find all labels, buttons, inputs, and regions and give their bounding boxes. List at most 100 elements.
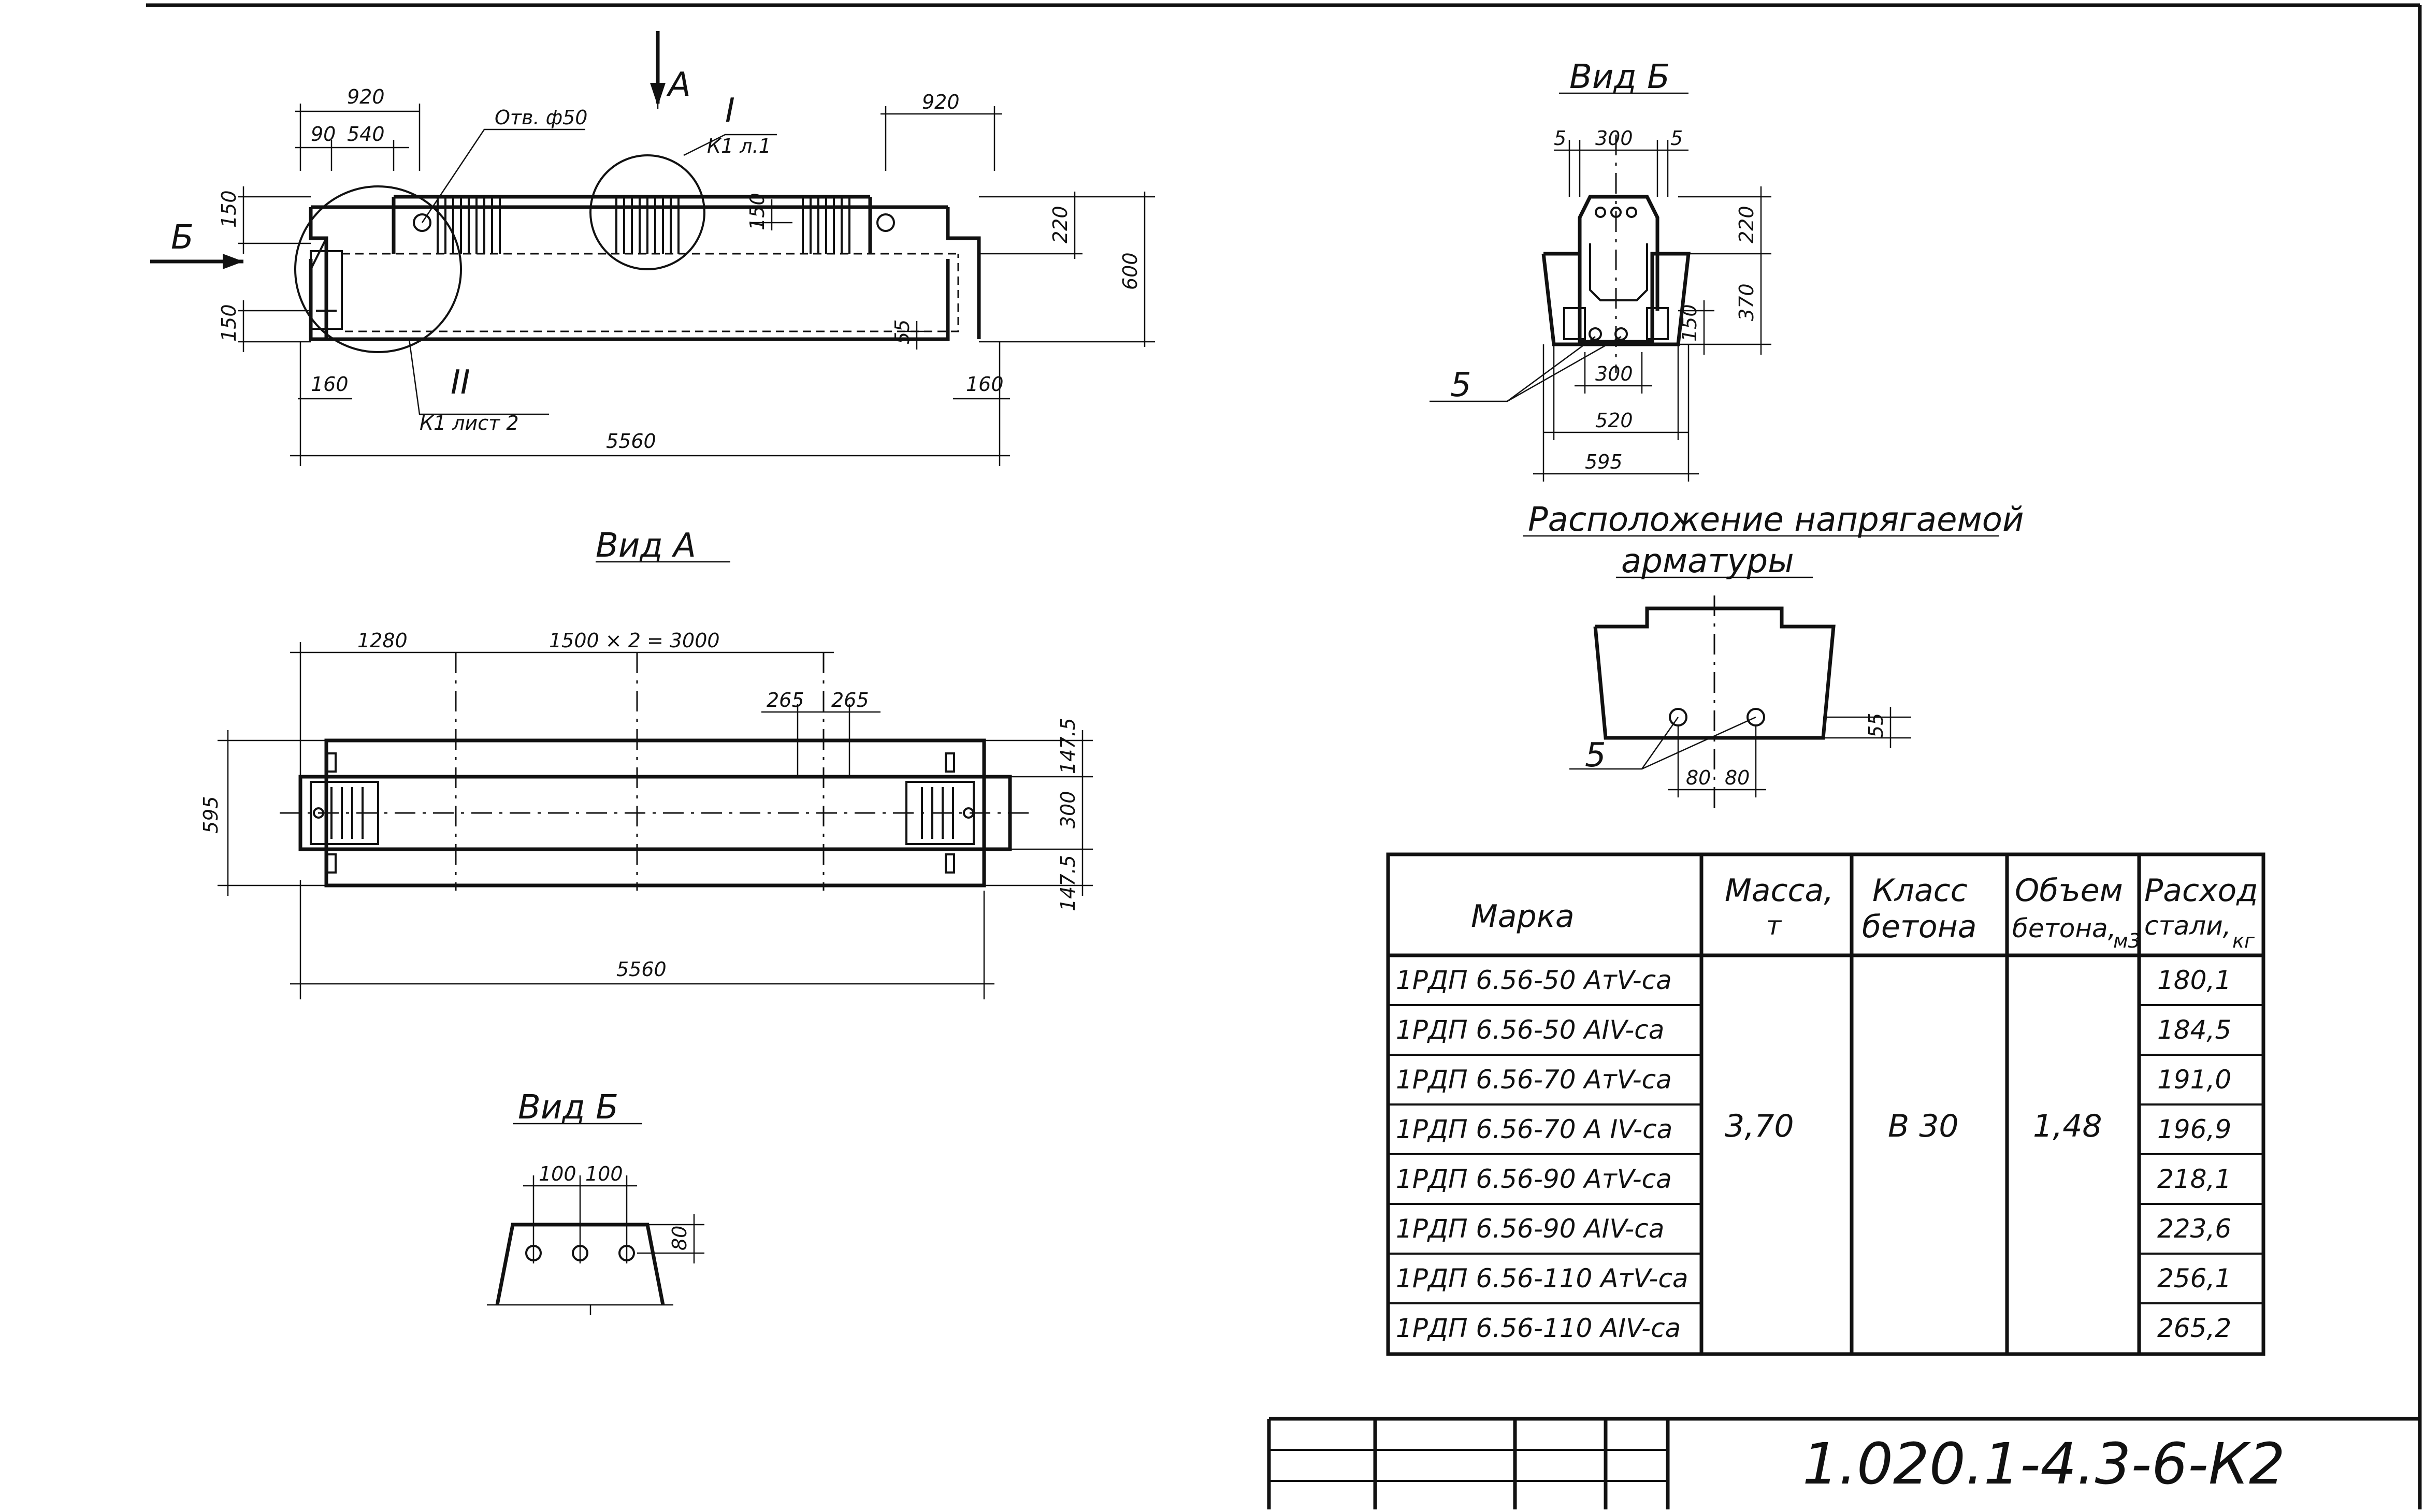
view-b-large-title: Вид Б — [1569, 58, 1670, 96]
dim-160-right: 160 — [966, 373, 1004, 396]
title-block: 1.020.1-4.3-6-К2 — [1267, 1417, 2420, 1509]
dim-1280: 1280 — [357, 629, 408, 652]
leader-mark-5-rebar: 5 — [1585, 736, 1606, 775]
dim-595-view-a: 595 — [199, 796, 222, 834]
dim-150-mid: 150 — [746, 193, 769, 230]
dim-150-view-b: 150 — [1678, 304, 1701, 342]
dim-150-top: 150 — [218, 190, 240, 228]
leader-mark-5-view-b: 5 — [1450, 366, 1471, 404]
table-row: 1РДП 6.56-110 АтV-са 256,1 — [1396, 1263, 2231, 1293]
row-mark: 1РДП 6.56-110 АтV-са — [1396, 1263, 1688, 1293]
detail-i-mark: I — [725, 92, 735, 130]
row-mark: 1РДП 6.56-90 АтV-са — [1396, 1164, 1672, 1194]
section-arrow-b — [150, 254, 243, 269]
lifting-hole-right — [876, 213, 895, 232]
dim-55: 55 — [891, 319, 914, 344]
drawing-code: 1.020.1-4.3-6-К2 — [1802, 1431, 2285, 1497]
table-row: 1РДП 6.56-70 А IV-са 196,9 — [1396, 1114, 2231, 1144]
dim-265-b: 265 — [831, 689, 869, 711]
dim-147-5-top: 147.5 — [1057, 718, 1079, 774]
dim-100-a: 100 — [539, 1162, 576, 1185]
row-mark: 1РДП 6.56-50 АIV-са — [1396, 1015, 1664, 1045]
header-class-2: бетона — [1862, 909, 1977, 945]
view-b-small-title: Вид Б — [518, 1088, 618, 1127]
table-row: 1РДП 6.56-90 АтV-са 218,1 — [1396, 1164, 2231, 1194]
row-mark: 1РДП 6.56-110 АIV-са — [1396, 1313, 1681, 1343]
view-a-mark: А — [666, 66, 691, 104]
view-a-title: Вид А — [596, 527, 696, 565]
dim-1500x2: 1500 × 2 = 3000 — [549, 629, 720, 652]
row-mark: 1РДП 6.56-90 АIV-са — [1396, 1214, 1664, 1244]
dim-80-rebar-b: 80 — [1725, 766, 1750, 789]
stirrup-group-right — [802, 197, 850, 254]
cell-class: В 30 — [1888, 1108, 1959, 1144]
dim-300-bottom: 300 — [1595, 362, 1633, 385]
dim-55-rebar: 55 — [1865, 713, 1887, 738]
row-steel: 184,5 — [2157, 1015, 2231, 1045]
cell-mass: 3,70 — [1725, 1108, 1794, 1144]
row-steel: 196,9 — [2157, 1114, 2231, 1144]
dim-160-left: 160 — [311, 373, 349, 396]
row-steel: 191,0 — [2157, 1065, 2231, 1095]
row-steel: 256,1 — [2157, 1263, 2231, 1293]
section-b-mark: Б — [171, 219, 194, 257]
dim-5-a: 5 — [1554, 127, 1566, 150]
sheet-frame — [146, 3, 2422, 1509]
header-volume-2: бетона, — [2012, 913, 2116, 943]
row-steel: 218,1 — [2157, 1164, 2231, 1194]
dim-920-left: 920 — [347, 85, 385, 108]
dim-150-bottom: 150 — [218, 304, 240, 342]
dim-100-b: 100 — [585, 1162, 623, 1185]
dim-220: 220 — [1049, 206, 1072, 243]
view-a: Вид А — [199, 527, 1093, 999]
front-view: 920 90 540 920 150 150 150 220 600 160 1… — [150, 31, 1155, 466]
detail-circle-ii — [294, 185, 462, 353]
view-b-small: Вид Б 100 100 80 — [487, 1088, 704, 1315]
dim-370: 370 — [1735, 283, 1758, 321]
stirrup-group-middle — [615, 197, 680, 254]
view-arrow-a — [650, 31, 666, 106]
header-steel-unit: кг — [2232, 929, 2255, 952]
table-row: 1РДП 6.56-110 АIV-са 265,2 — [1396, 1313, 2231, 1343]
detail-ii-mark: II — [451, 364, 470, 402]
rebar-title-line1: Расположение напрягаемой — [1528, 501, 2024, 539]
dim-595-view-b: 595 — [1585, 450, 1623, 473]
row-mark: 1РДП 6.56-50 АтV-са — [1396, 965, 1672, 995]
header-steel: Расход — [2144, 873, 2258, 909]
dim-5-b: 5 — [1670, 127, 1683, 150]
table-row: 1РДП 6.56-90 АIV-са 223,6 — [1396, 1214, 2231, 1244]
dim-147-5-bottom: 147.5 — [1057, 855, 1079, 911]
dim-220-view-b: 220 — [1735, 206, 1758, 243]
dim-90: 90 — [311, 123, 336, 146]
table-row: 1РДП 6.56-50 АтV-са 180,1 — [1396, 965, 2231, 995]
row-mark: 1РДП 6.56-70 А IV-са — [1396, 1114, 1672, 1144]
row-steel: 223,6 — [2157, 1214, 2231, 1244]
header-mass: Масса, — [1725, 873, 1834, 909]
header-volume-unit: м3 — [2113, 929, 2141, 952]
stirrup-group-left — [437, 197, 501, 254]
header-class: Класс — [1872, 873, 1968, 909]
dim-300-top: 300 — [1595, 127, 1633, 150]
header-mark: Марка — [1471, 898, 1575, 935]
front-dimension-lines — [238, 104, 1155, 466]
rebar-title-line2: арматуры — [1621, 542, 1794, 580]
dim-80-small: 80 — [668, 1226, 691, 1251]
dim-265-a: 265 — [767, 689, 804, 711]
cell-volume: 1,48 — [2033, 1108, 2102, 1144]
detail-circle-i — [589, 154, 705, 270]
lifting-hole-left — [413, 213, 431, 232]
dim-300-view-a: 300 — [1057, 791, 1079, 828]
table-row: 1РДП 6.56-50 АIV-са 184,5 — [1396, 1015, 2231, 1045]
dim-520: 520 — [1595, 409, 1633, 432]
row-steel: 180,1 — [2157, 965, 2231, 995]
hole-note: Отв. ф50 — [495, 106, 587, 129]
dim-5560-front: 5560 — [606, 430, 656, 453]
spec-table: Марка Масса, т Класс бетона Объем бетона… — [1386, 852, 2265, 1356]
dim-540: 540 — [347, 123, 385, 146]
dim-5560-view-a: 5560 — [616, 958, 667, 981]
dim-600: 600 — [1119, 252, 1142, 290]
row-mark: 1РДП 6.56-70 АтV-са — [1396, 1065, 1672, 1095]
view-b-large: Вид Б 5 300 5 — [1430, 58, 1771, 482]
dim-80-rebar-a: 80 — [1686, 766, 1711, 789]
